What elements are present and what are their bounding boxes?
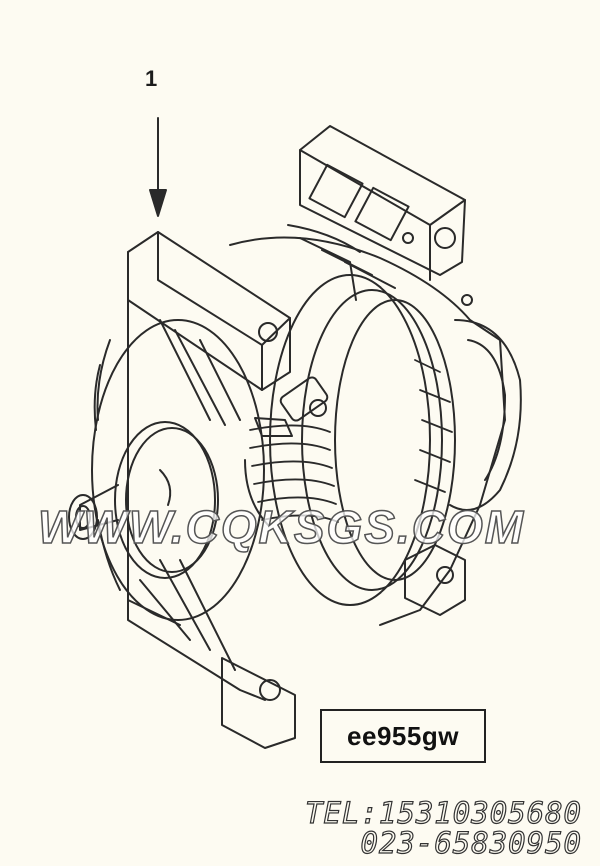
terminal-stud	[244, 376, 329, 526]
front-fan	[91, 319, 265, 671]
rear-housing	[229, 224, 506, 626]
rear-mount-bracket	[299, 125, 466, 281]
cooling-slots	[249, 359, 453, 523]
part-code-box: ee955gw	[320, 709, 486, 763]
watermark-url: WWW.CQKSGS.COM	[37, 500, 526, 554]
callout-number: 1	[145, 66, 158, 91]
front-mount-bracket	[127, 231, 296, 749]
regulator-cap	[449, 294, 522, 511]
lower-mount-foot	[404, 544, 466, 616]
watermark-phone: 023-65830950	[360, 825, 582, 860]
stator-ring	[269, 274, 456, 606]
part-code-label: ee955gw	[347, 720, 459, 751]
pulley	[68, 421, 219, 579]
callout-arrow	[149, 117, 167, 217]
watermark-tel: TEL:15310305680	[304, 795, 582, 830]
